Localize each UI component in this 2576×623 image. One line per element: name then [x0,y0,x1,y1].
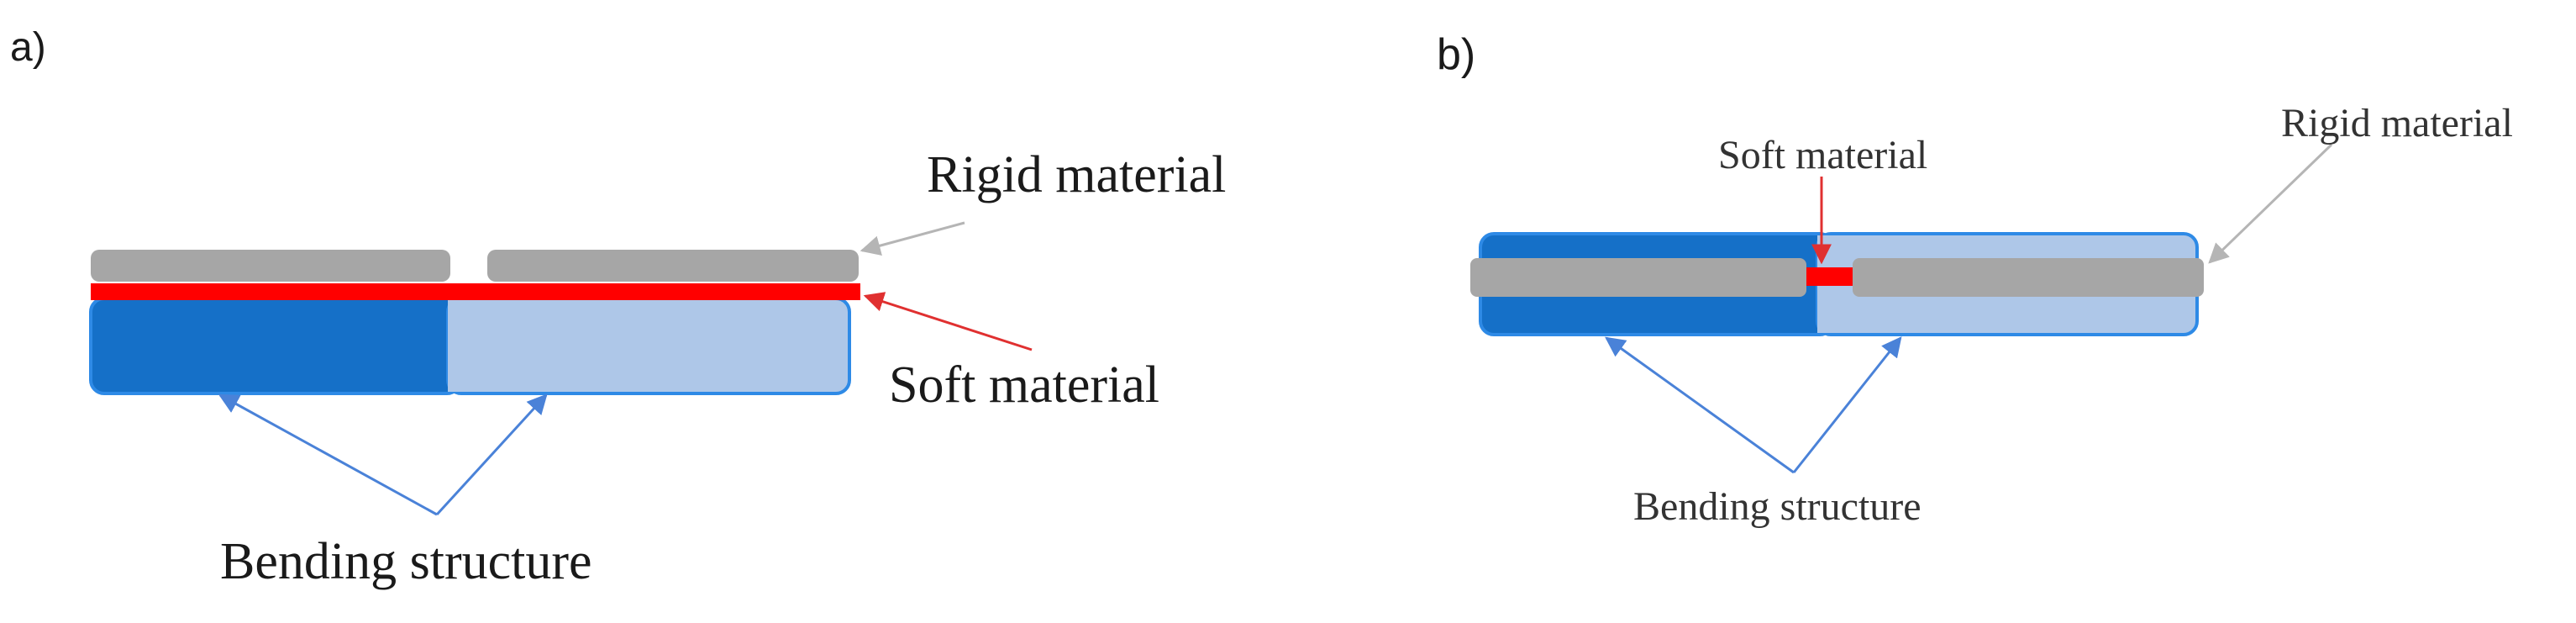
panel-a-bending-light-segment [446,297,851,395]
panel-b-soft-label: Soft material [1718,133,1927,177]
panel-a-soft-pointer [863,292,1033,351]
panel-a-bending-dark-segment [89,297,462,395]
panel-b-bending-pointer-right [1792,336,1902,473]
panel-a-bending-pointer-left [218,393,438,516]
panel-b-rigid-plate-left [1470,258,1806,297]
panel-a-bending-pointer-right [435,393,548,516]
panel-b-bending-label: Bending structure [1633,484,1921,529]
panel-a-rigid-pointer [860,221,965,256]
panel-b-label: b) [1437,30,1475,79]
panel-a-bending-label: Bending structure [220,533,592,590]
panel-b: b) Soft material Rigid material Bending … [1437,30,2513,529]
panel-a-soft-label: Soft material [889,356,1159,414]
panel-b-rigid-label: Rigid material [2281,101,2513,145]
panel-b-soft-joint [1806,267,1853,286]
panel-a-rigid-plate-left [91,250,450,282]
panel-a-rigid-label: Rigid material [927,146,1226,203]
panel-a: a) Rigid material Soft material Bending … [10,25,1226,590]
panel-b-bending-pointer-left [1605,336,1795,474]
panel-b-rigid-plate-right [1853,258,2204,297]
panel-a-rigid-plate-right [487,250,859,282]
panel-a-soft-layer [91,283,860,300]
panel-a-bending-joint-cover [448,300,465,392]
panel-b-rigid-pointer [2208,143,2333,264]
panel-a-label: a) [10,25,46,70]
